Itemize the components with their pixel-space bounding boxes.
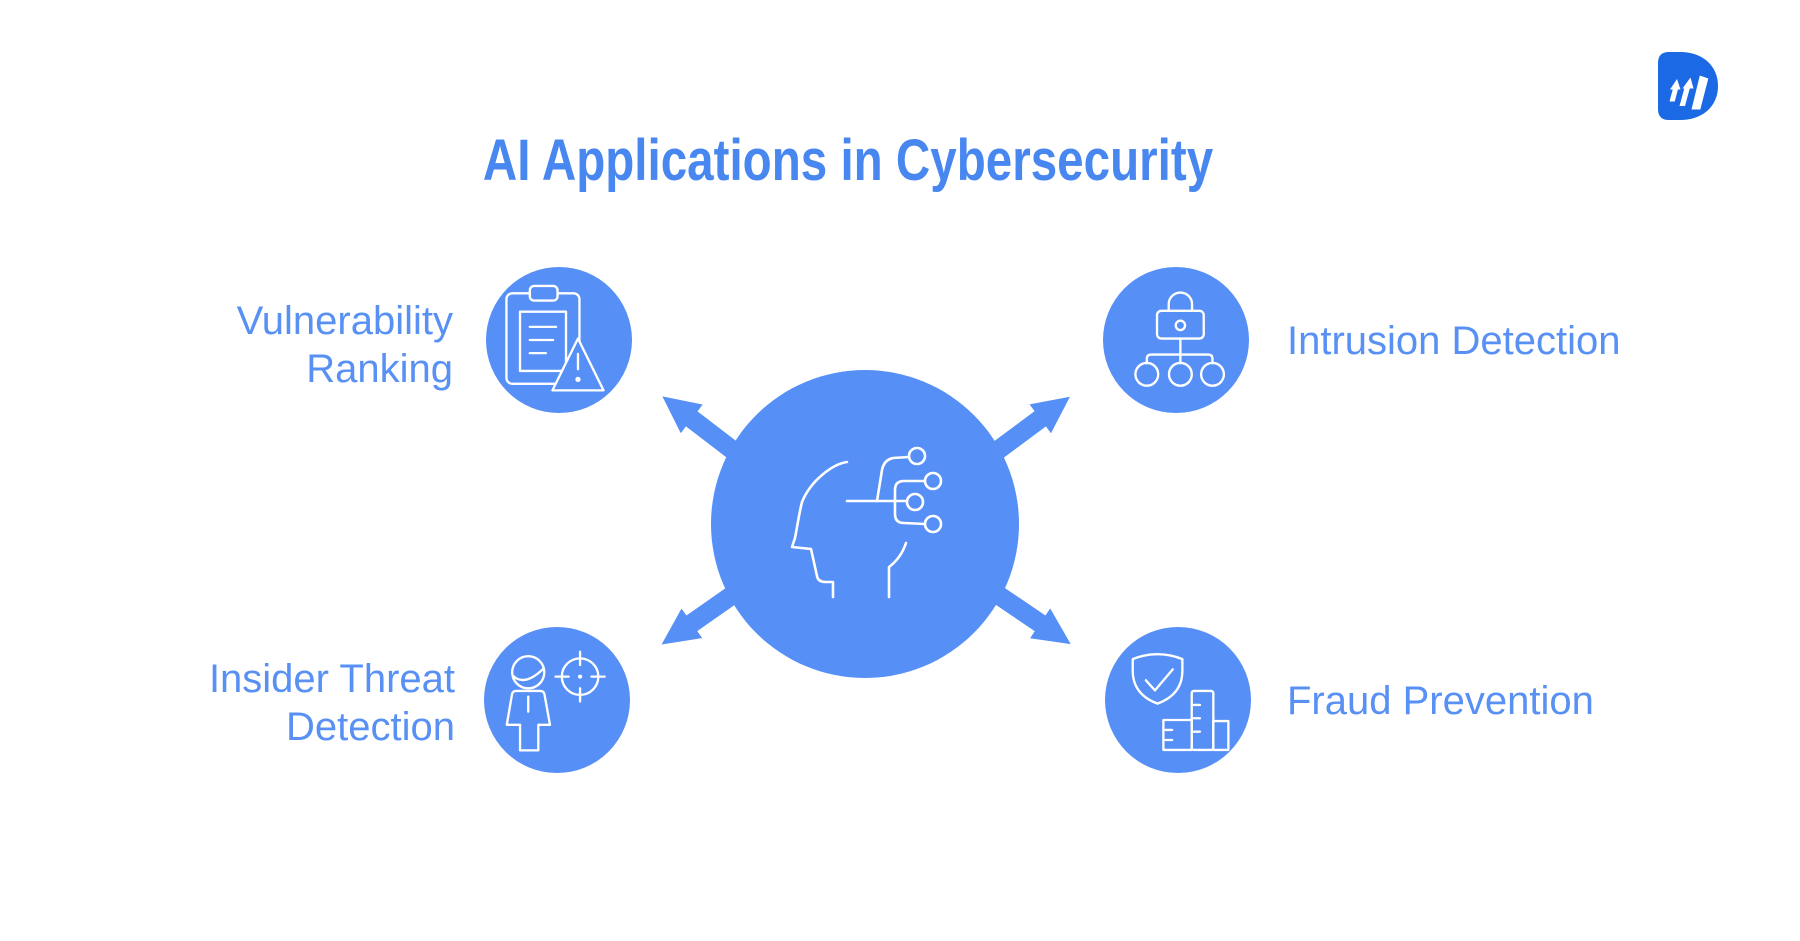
person-target-icon (505, 650, 606, 752)
shield-check-buildings-icon (1131, 653, 1230, 752)
node-circle-vulnerability-ranking (486, 267, 632, 413)
ai-head-circuit-icon (790, 446, 943, 599)
lock-network-icon (1134, 291, 1226, 387)
node-circle-insider-threat-detection (484, 627, 630, 773)
node-circle-intrusion-detection (1103, 267, 1249, 413)
page-title: AI Applications in Cybersecurity (482, 128, 1214, 193)
central-circle (711, 370, 1019, 678)
label-vulnerability-ranking: Vulnerability Ranking (236, 299, 453, 391)
clipboard-warning-icon (505, 284, 605, 392)
label-fraud-prevention: Fraud Prevention (1287, 679, 1594, 723)
growth-bars-logo-icon (1658, 52, 1718, 120)
label-intrusion-detection: Intrusion Detection (1287, 319, 1621, 363)
label-insider-threat-detection: Insider Threat Detection (208, 657, 455, 749)
node-circle-fraud-prevention (1105, 627, 1251, 773)
